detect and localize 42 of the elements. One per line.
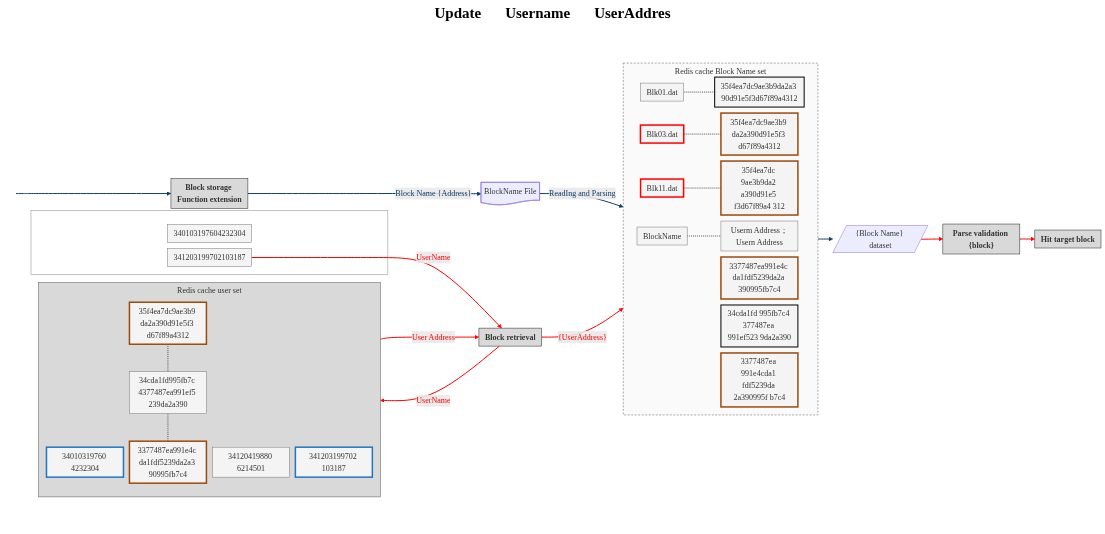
node-box: Blk11.dat <box>639 178 685 198</box>
arrow <box>250 257 502 329</box>
node-box: 340103197604232304 <box>167 224 252 243</box>
arrow <box>920 236 944 242</box>
node-box: 3377487ea991e4c da1fdf5239da2a 390995fb7c4 <box>720 256 799 300</box>
node-box: 34010319760 4232304 <box>45 446 125 478</box>
edge-label: {UserAddress} <box>557 332 607 342</box>
node-box: 341203199702103187 <box>167 248 252 267</box>
edge-label: UserName <box>416 396 451 405</box>
node-box: 34cda1fd995fb7c 4377487ea991ef5 239da2a390 <box>129 371 207 414</box>
edge-label: User Address <box>411 332 455 342</box>
node-box: Userm Address；Usern Address <box>720 220 799 252</box>
node-box: 35f4ea7dc 9ae3b9da2 a390d91e5 f3d67f89a4 312 <box>720 160 799 216</box>
connector <box>683 91 716 93</box>
connector <box>167 343 169 373</box>
node-box: Block storage Function extension <box>170 178 249 209</box>
node-box: 34120419880 6214501 <box>212 446 290 478</box>
arrow <box>1019 236 1035 242</box>
node-box: Block retrieval <box>478 327 542 347</box>
edge-note: Update <box>434 4 482 22</box>
node-box: Blk03.dat <box>639 124 685 144</box>
column-heading: Username <box>505 4 571 22</box>
node-box: 34cda1fd 995fb7c4 377487ea 991ef523 9da2a390 <box>720 304 799 348</box>
column-heading: UserAddres <box>594 4 671 22</box>
node-box: Parse validation {block} <box>942 223 1021 255</box>
edge-label: UserName <box>416 253 451 262</box>
node-box: BlockName <box>636 226 688 246</box>
node-box: 341203199702 103187 <box>294 446 374 478</box>
node-box: 3377487ea 991e4cda1 fdf5239da 2a390995f b7c4 <box>720 352 799 408</box>
connector <box>686 235 722 237</box>
node-box: 3377487ea991e4c da1fdf5239da2a3 90995fb7c4 <box>128 440 208 484</box>
node-box: 35f4ea7dc9ae3b9 da2a390d91e5f3 d67f89a4312 <box>128 301 208 345</box>
node-box: 35f4ea7dc9ae3b9da2a3 90d91e5f3d67f89a4312 <box>714 76 805 108</box>
arrow <box>817 236 834 242</box>
node-box: Hit target block <box>1034 229 1102 249</box>
arrow <box>380 345 500 403</box>
arrow <box>15 191 172 196</box>
connector <box>167 413 169 442</box>
node-box: Blk01.dat <box>640 82 684 102</box>
edge-label: ReadIng and Parsing <box>549 189 616 198</box>
edge-label: Block Name {Address} <box>395 189 472 198</box>
node-box: 35f4ea7dc9ae3b9 da2a390d91e5f3 d67f89a4312 <box>720 112 799 156</box>
